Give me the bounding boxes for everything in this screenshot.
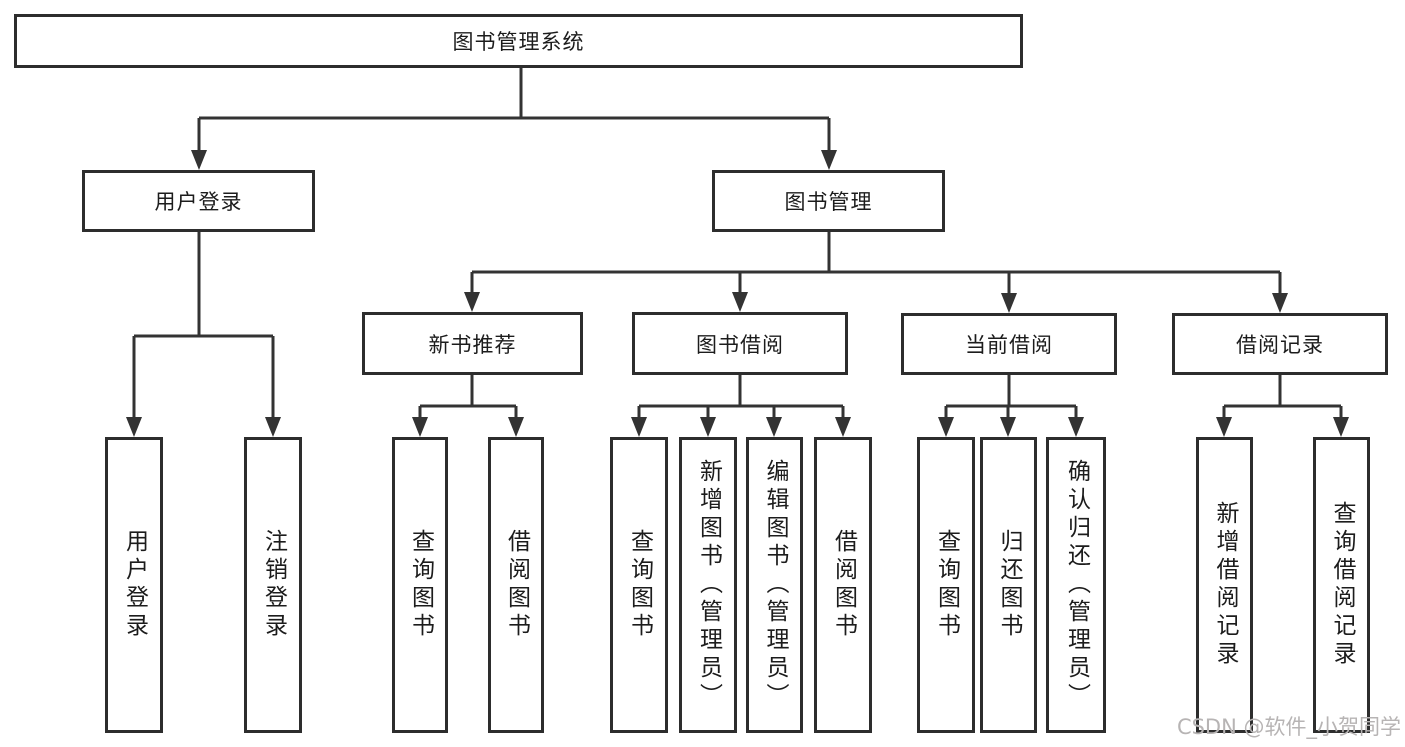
node-leaf-confirm-return-admin: 确认归还（管理员）: [1046, 437, 1106, 733]
node-leaf-query-books-recommend: 查询图书: [392, 437, 448, 733]
node-label: 确认归还（管理员）: [1063, 459, 1090, 711]
node-leaf-add-borrow-record: 新增借阅记录: [1196, 437, 1253, 733]
node-label: 查询图书: [933, 529, 960, 641]
node-label: 查询图书: [407, 529, 434, 641]
node-leaf-user-login: 用户登录: [105, 437, 163, 733]
node-label: 编辑图书（管理员）: [762, 459, 788, 711]
node-user-login: 用户登录: [82, 170, 315, 232]
node-label: 新增图书（管理员）: [695, 459, 722, 711]
node-leaf-borrow-books: 借阅图书: [814, 437, 872, 733]
csdn-watermark: CSDN @软件_小贺同学: [1176, 715, 1401, 739]
node-current-borrowing: 当前借阅: [901, 313, 1117, 375]
node-leaf-logout: 注销登录: [244, 437, 302, 733]
node-label: 借阅图书: [503, 529, 530, 641]
node-label: 新书推荐: [428, 332, 517, 357]
node-label: 借阅图书: [830, 529, 857, 641]
node-new-book-recommendation: 新书推荐: [362, 312, 583, 375]
node-label: 图书借阅: [696, 332, 784, 357]
node-book-borrowing: 图书借阅: [632, 312, 848, 375]
node-label: 图书管理: [784, 190, 873, 214]
node-label: 归还图书: [996, 529, 1022, 641]
node-label: 用户登录: [154, 190, 243, 214]
node-library-management-system: 图书管理系统: [14, 14, 1023, 68]
node-label: 借阅记录: [1236, 333, 1324, 357]
node-label: 查询借阅记录: [1329, 501, 1355, 669]
node-label: 注销登录: [260, 529, 287, 641]
node-label: 新增借阅记录: [1212, 501, 1238, 669]
node-label: 图书管理系统: [452, 30, 585, 54]
node-leaf-borrow-books-recommend: 借阅图书: [488, 437, 544, 733]
node-leaf-edit-books-admin: 编辑图书（管理员）: [746, 437, 803, 733]
node-label: 查询图书: [626, 529, 653, 641]
node-label: 当前借阅: [965, 333, 1053, 357]
node-book-management: 图书管理: [712, 170, 945, 232]
node-leaf-query-books-borrowing: 查询图书: [610, 437, 668, 733]
node-borrowing-records: 借阅记录: [1172, 313, 1388, 375]
node-label: 用户登录: [121, 529, 148, 641]
arrowhead-icons: [126, 150, 1349, 437]
node-leaf-add-books-admin: 新增图书（管理员）: [679, 437, 737, 733]
node-leaf-query-books-current: 查询图书: [917, 437, 975, 733]
node-leaf-query-borrow-record: 查询借阅记录: [1313, 437, 1370, 733]
node-leaf-return-books: 归还图书: [980, 437, 1037, 733]
